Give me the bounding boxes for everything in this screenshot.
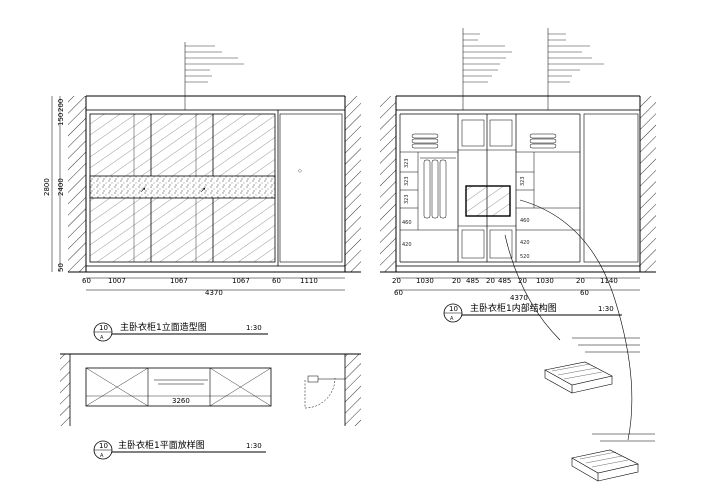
interior-view: 323 323 323 323 420 460 420 460 520 20 1… (380, 28, 656, 441)
elev-hdim-4: 1067 (232, 277, 250, 285)
elev-hdim-6: 1110 (300, 277, 318, 285)
inner-dim-6: 460 (402, 220, 412, 226)
elev-vdim-2: 150 (57, 113, 65, 126)
elev-total: 4370 (205, 289, 223, 297)
elev-vdim-1: 200 (57, 99, 65, 112)
plan-title-badge: 10 A (93, 440, 266, 460)
side-panel (279, 113, 343, 263)
int-hdim-10: 1140 (600, 277, 618, 285)
int-hdim-9: 20 (576, 277, 585, 285)
elev-vdim-5: 50 (57, 263, 65, 272)
elevation-scale: 1:30 (246, 324, 262, 332)
int-hdim-4: 485 (466, 277, 479, 285)
hanging-clothes-icon (420, 157, 456, 219)
inner-dim-5: 420 (402, 242, 412, 248)
int-subdim-1: 60 (394, 289, 403, 297)
svg-text:A: A (100, 335, 104, 341)
inner-dim-1: 323 (404, 158, 410, 168)
svg-text:10: 10 (99, 324, 108, 332)
svg-text:↗: ↗ (200, 186, 206, 194)
int-hdim-1: 20 (392, 277, 401, 285)
inner-dim-7: 420 (520, 240, 530, 246)
elevation-title-badge: 10 A (93, 322, 268, 342)
right-wall-hatch (345, 96, 361, 272)
door-swing-arc (304, 377, 336, 409)
left-wall-hatch (68, 96, 86, 272)
interior-scale: 1:30 (598, 305, 614, 313)
svg-text:A: A (450, 316, 454, 322)
int-hdim-6: 485 (498, 277, 511, 285)
int-hdim-8: 1030 (536, 277, 554, 285)
int-hdim-5: 20 (486, 277, 495, 285)
tv-panel (465, 185, 511, 217)
right-wall-hatch (640, 96, 656, 272)
inner-dim-8: 460 (520, 218, 530, 224)
detail-drawer-2 (571, 433, 655, 482)
detail-drawer-1 (544, 337, 640, 394)
inner-dim-9: 520 (520, 254, 530, 260)
wardrobe-plan (85, 367, 272, 407)
int-hdim-7: 20 (518, 277, 527, 285)
interior-title: 主卧衣柜1内部结构图 (470, 302, 557, 314)
elev-hdim-5: 60 (272, 277, 281, 285)
svg-text:◇: ◇ (298, 168, 302, 174)
plan-view: 3260 10 A 主卧衣柜1平面放样图 1:30 (60, 353, 361, 460)
detail-callout-arc (519, 199, 633, 441)
int-hdim-2: 1030 (416, 277, 434, 285)
int-total: 4370 (510, 294, 528, 302)
inner-dim-2: 323 (404, 176, 410, 186)
folded-clothes-icon (411, 133, 557, 149)
int-hdim-3: 20 (452, 277, 461, 285)
left-wall-hatch (380, 96, 396, 272)
plan-title: 主卧衣柜1平面放样图 (118, 439, 205, 451)
elevation-view: ↗ ↗ ◇ 200 150 2800 2400 50 60 1007 1067 … (43, 42, 361, 342)
svg-text:A: A (100, 453, 104, 459)
elevation-title: 主卧衣柜1立面造型图 (120, 321, 207, 333)
inner-dim-3: 323 (404, 194, 410, 204)
elev-hdim-3: 1067 (170, 277, 188, 285)
elev-vdim-4: 2400 (57, 178, 65, 196)
plan-scale: 1:30 (246, 442, 262, 450)
inner-dim-4: 323 (520, 176, 526, 186)
plan-width-dim: 3260 (172, 397, 190, 405)
elev-hdim-1: 60 (82, 277, 91, 285)
svg-text:10: 10 (449, 305, 458, 313)
elev-hdim-2: 1007 (108, 277, 126, 285)
elev-vdim-3: 2800 (43, 178, 51, 196)
svg-text:↗: ↗ (140, 186, 146, 194)
int-subdim-2: 60 (580, 289, 589, 297)
interior-title-badge: 10 A (443, 303, 622, 323)
svg-text:10: 10 (99, 442, 108, 450)
